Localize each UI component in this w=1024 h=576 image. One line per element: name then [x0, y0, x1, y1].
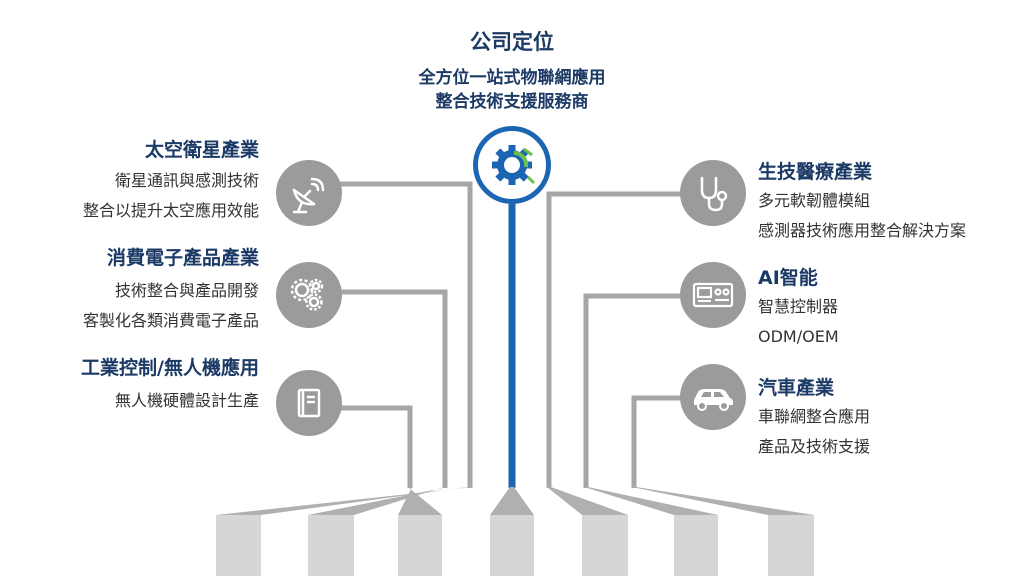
controller-circle — [680, 262, 746, 328]
right-item-2-title: AI智能 — [758, 267, 818, 289]
hub-title: 公司定位 — [470, 30, 554, 54]
right-item-3-title: 汽車產業 — [758, 377, 835, 399]
left-item-1-title: 太空衛星產業 — [144, 139, 259, 161]
stethoscope-icon — [700, 176, 728, 212]
wire-consumer — [336, 289, 448, 488]
satellite-circle — [276, 160, 342, 226]
left-item-2-desc: 技術整合與產品開發 客製化各類消費電子產品 — [83, 276, 259, 336]
stethoscope-circle — [680, 160, 746, 226]
right-item-1-title: 生技醫療產業 — [758, 161, 873, 183]
right-item-1-line-2: 感測器技術應用整合解決方案 — [758, 221, 967, 240]
pillar-1 — [216, 515, 261, 576]
gear-logo-icon — [492, 145, 536, 185]
left-item-1-desc: 衛星通訊與感測技術 整合以提升太空應用效能 — [83, 166, 259, 226]
left-item-1-line-2: 整合以提升太空應用效能 — [82, 201, 259, 220]
pillar-7 — [768, 515, 814, 576]
gears-circle — [276, 262, 342, 328]
pillar-5 — [582, 515, 628, 576]
right-item-2-desc: 智慧控制器 ODM/OEM — [758, 292, 839, 352]
gears-icon — [290, 278, 324, 311]
car-circle — [680, 364, 746, 430]
left-item-1-line-1: 衛星通訊與感測技術 — [114, 171, 259, 190]
wire-ai — [583, 293, 686, 488]
pillar-6 — [674, 515, 718, 576]
left-item-2-line-1: 技術整合與產品開發 — [114, 281, 259, 300]
left-item-3-line-1: 無人機硬體設計生產 — [114, 391, 259, 410]
pillar-3 — [398, 515, 442, 576]
left-item-3-title: 工業控制/無人機應用 — [81, 357, 259, 379]
pillar-4 — [490, 515, 534, 576]
right-item-2-line-1: 智慧控制器 — [758, 297, 839, 316]
satellite-dish-icon — [292, 177, 325, 214]
right-item-3-line-2: 產品及技術支援 — [758, 437, 871, 456]
hub-subtitle-line-2: 整合技術支援服務商 — [435, 92, 589, 112]
right-item-1-line-1: 多元軟韌體模組 — [758, 191, 871, 210]
left-item-3-desc: 無人機硬體設計生產 — [115, 386, 259, 416]
left-item-2-title: 消費電子產品產業 — [106, 247, 259, 269]
right-item-2-line-2: ODM/OEM — [758, 327, 839, 346]
book-icon — [297, 388, 321, 418]
controller-device-icon — [692, 282, 734, 308]
hub-subtitle: 全方位一站式物聯網應用 整合技術支援服務商 — [360, 66, 664, 114]
book-circle — [276, 370, 342, 436]
right-item-1-desc: 多元軟韌體模組 感測器技術應用整合解決方案 — [758, 186, 966, 246]
wire-industrial — [336, 405, 413, 488]
right-item-3-desc: 車聯網整合應用 產品及技術支援 — [758, 402, 870, 462]
wire-auto — [631, 395, 686, 488]
hub-subtitle-line-1: 全方位一站式物聯網應用 — [418, 68, 606, 88]
pillar-2 — [308, 515, 354, 576]
hub-circle — [473, 126, 551, 204]
wire-space — [336, 181, 473, 488]
right-item-3-line-1: 車聯網整合應用 — [758, 407, 871, 426]
car-icon — [694, 389, 733, 411]
wire-medical — [546, 191, 686, 488]
left-item-2-line-2: 客製化各類消費電子產品 — [82, 311, 259, 330]
